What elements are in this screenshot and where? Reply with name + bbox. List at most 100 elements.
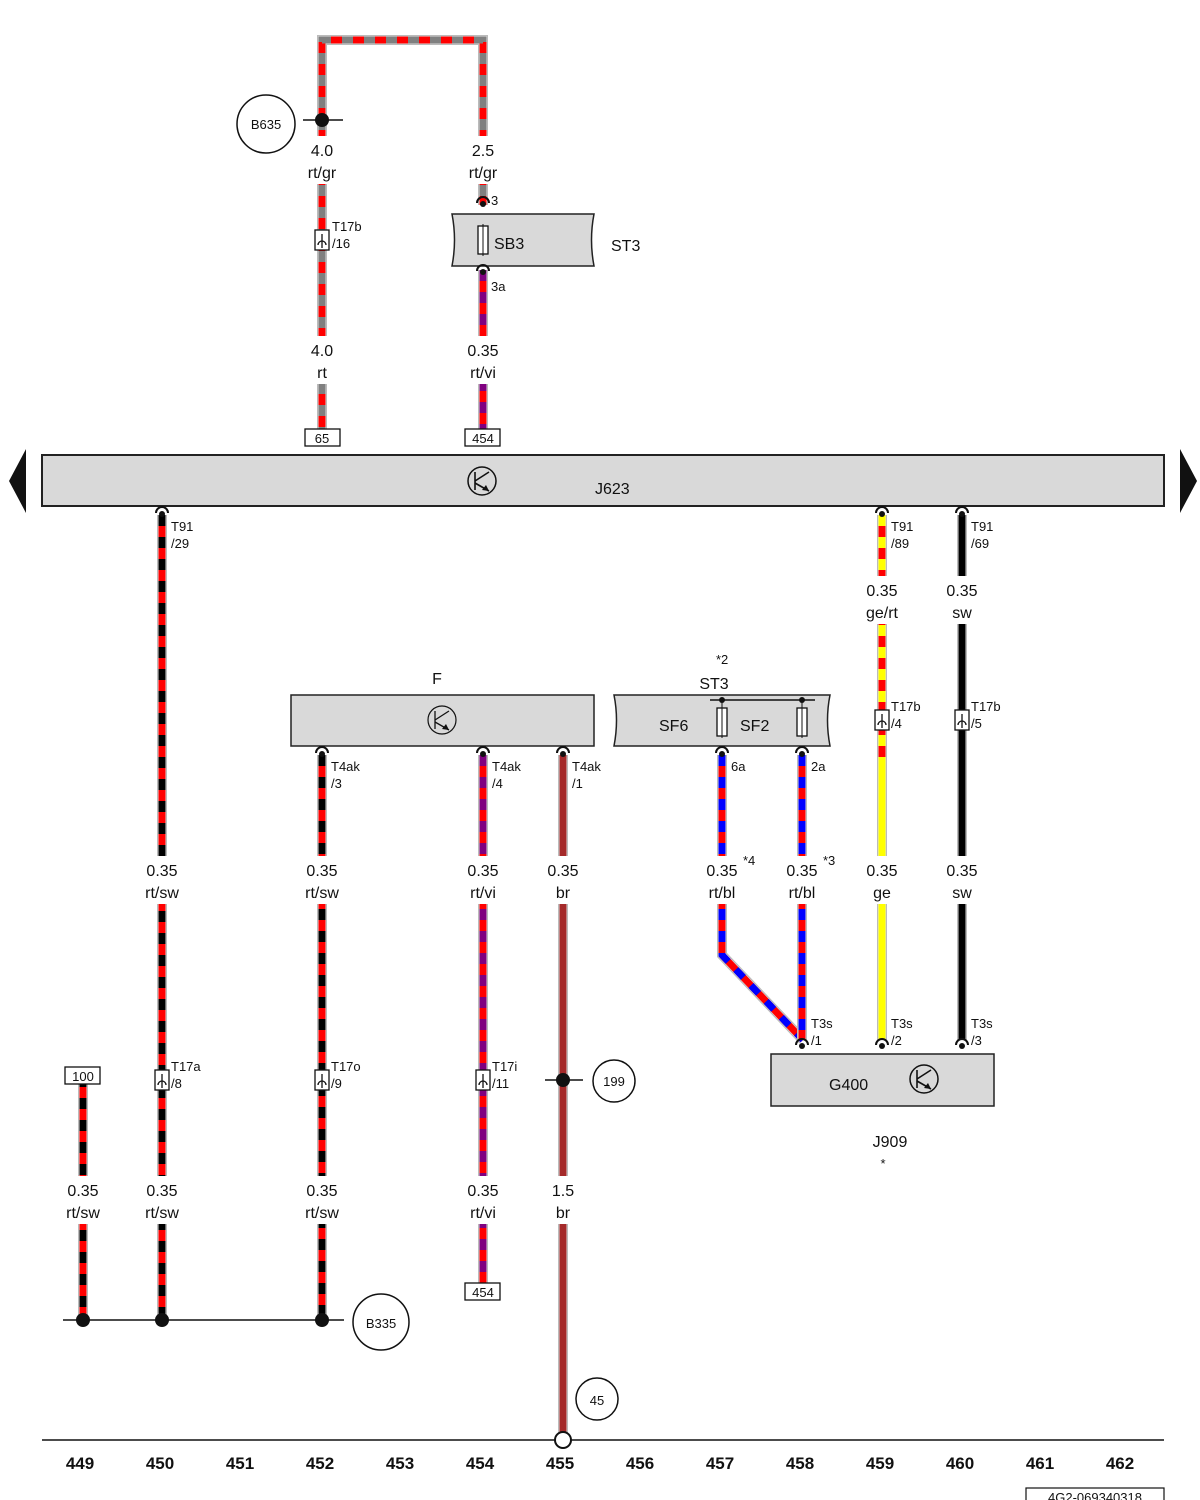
wire-label-w5-size: 0.35 — [866, 583, 897, 600]
wire-label-w7-size: 0.35 — [146, 863, 177, 880]
column-number-459: 459 — [866, 1454, 894, 1473]
wire-label-w19-color: br — [556, 1205, 571, 1222]
wire-label-w9-size: 0.35 — [467, 863, 498, 880]
wire-label-w9-color: rt/vi — [470, 885, 496, 902]
junctions — [76, 113, 572, 1449]
wire-label-w13-size: 0.35 — [866, 863, 897, 880]
column-number-460: 460 — [946, 1454, 974, 1473]
t91-69-label-1: /69 — [971, 536, 989, 551]
drawing-id: 4G2-069340318 — [1048, 1490, 1142, 1500]
g400-ground-icon — [909, 1064, 939, 1094]
wire-label-w2-color: rt/gr — [469, 165, 498, 182]
t91-29-plug-icon — [155, 506, 169, 517]
t91-69-plug-icon — [955, 506, 969, 517]
pin-6a-plug-icon — [715, 746, 729, 757]
t91-89-label-1: /89 — [891, 536, 909, 551]
column-number-450: 450 — [146, 1454, 174, 1473]
st3-top-label: ST3 — [611, 238, 640, 255]
t17b-16-label-0: T17b — [332, 219, 362, 234]
t17b-5-label-0: T17b — [971, 699, 1001, 714]
t91-89-plug-icon — [875, 506, 889, 517]
overlay-layer: 4.0rt/gr2.5rt/gr4.0rt0.35rt/vi0.35ge/rt0… — [59, 136, 1142, 1500]
f-module[interactable] — [290, 694, 595, 747]
t17a-8-label-1: /8 — [171, 1076, 182, 1091]
t4ak-3-label-0: T4ak — [331, 759, 360, 774]
box-65: 65 — [315, 431, 329, 446]
t4ak-3-label-1: /3 — [331, 776, 342, 791]
column-number-452: 452 — [306, 1454, 334, 1473]
column-number-457: 457 — [706, 1454, 734, 1473]
t4ak-4-plug-icon — [476, 746, 490, 757]
page-next-arrow-icon[interactable] — [1180, 449, 1197, 513]
ground-symbols — [427, 466, 939, 1094]
f-ground-icon — [427, 705, 457, 735]
component-labels: J623 ST3 SB3 F *2 ST3 SF6 SF2 G400 J909 … — [432, 236, 907, 1171]
t4ak-4-label-1: /4 — [492, 776, 503, 791]
t91-29-label-0: T91 — [171, 519, 193, 534]
wire-label-w18-size: 0.35 — [467, 1183, 498, 1200]
wire-rt-bl-457[interactable] — [717, 755, 807, 1044]
g400-sensor[interactable] — [770, 1053, 995, 1107]
ground-terminal-icon — [554, 1431, 572, 1449]
t17b-5-inline-connector-icon — [954, 709, 970, 731]
t3s-2-label-0: T3s — [891, 1016, 913, 1031]
wire-label-w8-size: 0.35 — [306, 863, 337, 880]
wire-label-w5-color: ge/rt — [866, 605, 899, 622]
wire-label-w6-size: 0.35 — [946, 583, 977, 600]
t3s-1-label-0: T3s — [811, 1016, 833, 1031]
t3s-3-label-1: /3 — [971, 1033, 982, 1048]
wire-label-w10-size: 0.35 — [547, 863, 578, 880]
pin-3-plug-icon — [476, 196, 490, 207]
drawing-id-frame — [1025, 1487, 1165, 1500]
wire-label-w14-size: 0.35 — [946, 863, 977, 880]
t17o-9-label-1: /9 — [331, 1076, 342, 1091]
pin-3-label-0: 3 — [491, 193, 498, 208]
column-number-461: 461 — [1026, 1454, 1054, 1473]
wire-label-w15-color: rt/sw — [66, 1205, 100, 1222]
note-3: *3 — [823, 853, 835, 868]
column-number-458: 458 — [786, 1454, 814, 1473]
t4ak-3-plug-icon — [315, 746, 329, 757]
page-prev-arrow-icon[interactable] — [9, 449, 26, 513]
t17b-4-inline-connector-icon — [874, 709, 890, 731]
ref-199: 199 — [603, 1074, 625, 1089]
pin-2a-label-0: 2a — [811, 759, 826, 774]
t17a-8-inline-connector-icon — [154, 1069, 170, 1091]
lines — [9, 119, 1197, 1500]
wire-label-w17-size: 0.35 — [306, 1183, 337, 1200]
column-number-449: 449 — [66, 1454, 94, 1473]
pin-3a-plug-icon — [476, 264, 490, 275]
wire-label-w16-size: 0.35 — [146, 1183, 177, 1200]
fuses — [477, 224, 815, 738]
wire-label-w17-color: rt/sw — [305, 1205, 339, 1222]
components — [41, 213, 1165, 1107]
t3s-1-label-1: /1 — [811, 1033, 822, 1048]
column-number-454: 454 — [466, 1454, 495, 1473]
t17b-4-label-1: /4 — [891, 716, 902, 731]
t91-69-label-0: T91 — [971, 519, 993, 534]
st3-mid-note: *2 — [716, 652, 728, 667]
g400-label: G400 — [829, 1077, 868, 1094]
t17i-11-label-1: /11 — [492, 1076, 509, 1091]
reference-markers: B635 B335 199 45 — [236, 94, 636, 1421]
wire-label-w12-size: 0.35 — [786, 863, 817, 880]
t17i-11-label-0: T17i — [492, 1059, 517, 1074]
t3s-3-label-0: T3s — [971, 1016, 993, 1031]
pin-3a-label-0: 3a — [491, 279, 506, 294]
column-number-453: 453 — [386, 1454, 414, 1473]
wire-label-w13-color: ge — [873, 885, 891, 902]
t4ak-1-label-1: /1 — [572, 776, 583, 791]
t3s-2-label-1: /2 — [891, 1033, 902, 1048]
t17b-5-label-1: /5 — [971, 716, 982, 731]
t91-89-label-0: T91 — [891, 519, 913, 534]
j623-module[interactable] — [41, 454, 1165, 507]
t17a-8-label-0: T17a — [171, 1059, 201, 1074]
j909-label: J909 — [873, 1134, 908, 1151]
wire-label-w12-color: rt/bl — [789, 885, 816, 902]
wire-label-w2-size: 2.5 — [472, 143, 494, 160]
wire-label-w1-size: 4.0 — [311, 143, 333, 160]
ref-b635: B635 — [251, 117, 281, 132]
wire-label-w4-color: rt/vi — [470, 365, 496, 382]
t17b-16-inline-connector-icon — [314, 229, 330, 251]
